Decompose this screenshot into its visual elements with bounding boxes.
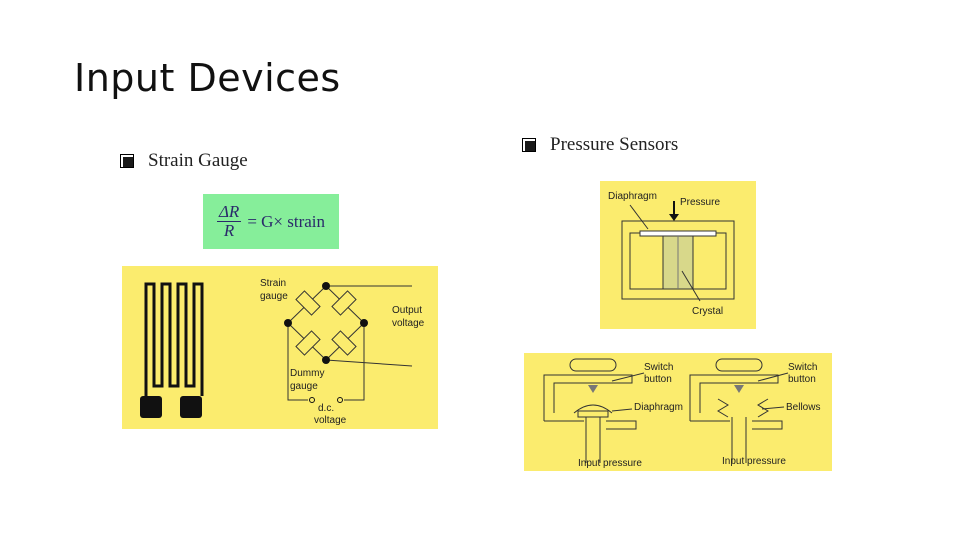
label-dummy-1: Dummy bbox=[290, 368, 324, 379]
formula-rhs: = G× strain bbox=[247, 211, 326, 231]
formula-numerator: ΔR bbox=[216, 202, 242, 222]
slide-title: Input Devices bbox=[74, 56, 341, 100]
label-input-left: Input pressure bbox=[578, 458, 642, 469]
foil-pad-right-icon bbox=[180, 396, 202, 418]
label-switch-right-1: Switch bbox=[788, 362, 817, 373]
bridge-circuit-icon bbox=[287, 285, 413, 401]
strain-gauge-diagram: Strain gauge Output voltage Dummy gauge … bbox=[122, 266, 438, 429]
pressure-sensors-heading: Pressure Sensors bbox=[550, 134, 679, 155]
square-bullet-icon bbox=[120, 154, 134, 168]
label-output-2: voltage bbox=[392, 318, 425, 329]
foil-pad-left-icon bbox=[140, 396, 162, 418]
label-strain-2: gauge bbox=[260, 291, 288, 302]
bullet-pressure-sensors: Pressure Sensors bbox=[522, 134, 678, 156]
formula-fraction: ΔR R bbox=[216, 202, 242, 240]
foil-gauge-icon bbox=[144, 282, 204, 396]
label-output-1: Output bbox=[392, 305, 422, 316]
label-dc-2: voltage bbox=[314, 415, 347, 426]
formula-denominator: R bbox=[223, 221, 235, 240]
label-diaphragm-2: Diaphragm bbox=[634, 402, 683, 413]
bullet-strain-gauge: Strain Gauge bbox=[120, 150, 248, 172]
strain-formula: ΔR R = G× strain bbox=[203, 194, 339, 249]
label-strain-1: Strain bbox=[260, 278, 286, 289]
pressure-switch-diagram: Switch button Diaphragm Input pressure S… bbox=[524, 353, 832, 471]
label-input-right: Input pressure bbox=[722, 456, 786, 467]
label-dc-1: d.c. bbox=[318, 403, 334, 414]
label-dummy-2: gauge bbox=[290, 381, 318, 392]
label-switch-left-2: button bbox=[644, 374, 672, 385]
strain-gauge-heading: Strain Gauge bbox=[148, 150, 248, 171]
label-crystal: Crystal bbox=[692, 306, 723, 317]
label-switch-left-1: Switch bbox=[644, 362, 673, 373]
pressure-crystal-diagram: Diaphragm Pressure Crystal bbox=[600, 181, 756, 329]
label-diaphragm: Diaphragm bbox=[608, 191, 657, 202]
label-bellows: Bellows bbox=[786, 402, 820, 413]
square-bullet-icon bbox=[522, 138, 536, 152]
label-pressure: Pressure bbox=[680, 197, 720, 208]
label-switch-right-2: button bbox=[788, 374, 816, 385]
